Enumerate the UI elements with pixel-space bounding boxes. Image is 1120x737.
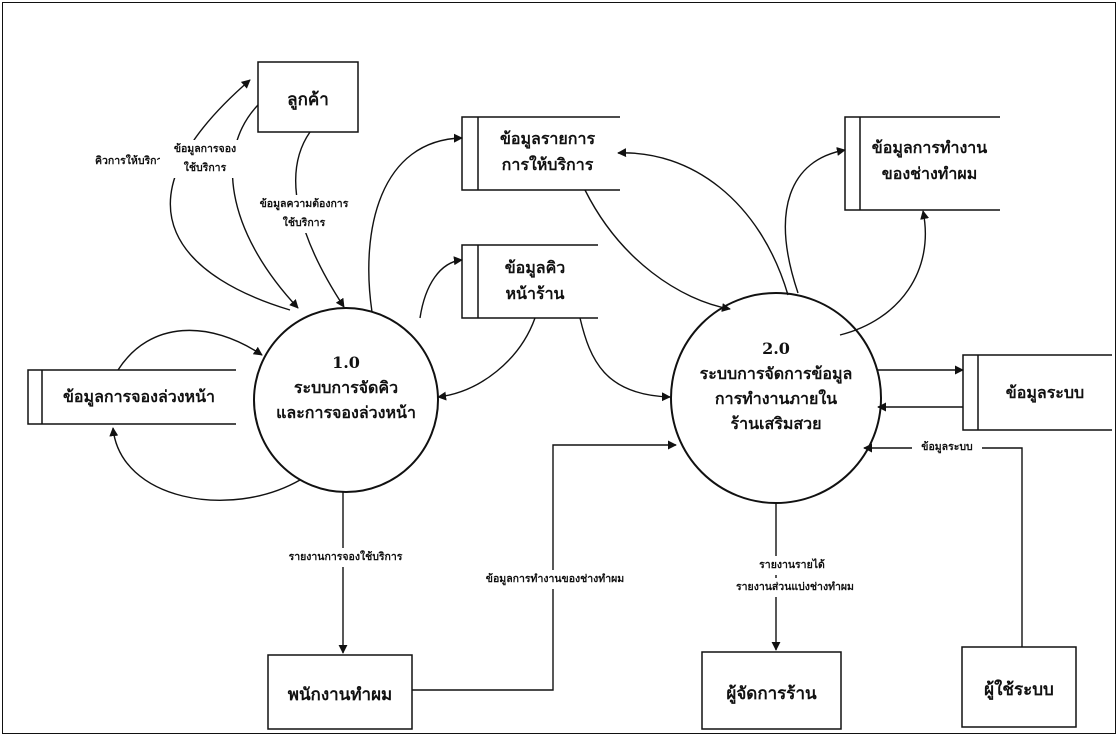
store-system-shape [962, 354, 1112, 431]
entity-hairdresser-box [267, 654, 413, 730]
flow-p1-to-booking [109, 427, 301, 501]
flow-p2-to-work [839, 210, 930, 336]
flow-label-hairdresser-work: ข้อมูลการทำงานของช่างทำผม [470, 570, 640, 589]
flow-label-income-report: รายงานรายได้ [742, 556, 842, 575]
entity-manager-box [701, 651, 842, 730]
flow-queue-to-p1 [437, 317, 536, 401]
process-1-number: 1.0 [332, 353, 360, 372]
store-system-label: ข้อมูลระบบ [1005, 383, 1085, 402]
flow-label-service-queue: คิวการให้บริการ [84, 152, 179, 171]
store-queue-label: ข้อมูลคิว หน้าร้าน [504, 258, 566, 303]
store-queue-shape [461, 244, 598, 319]
flow-p1-to-queue [419, 256, 463, 319]
store-services-label: ข้อมูลรายการ การให้บริการ [499, 129, 596, 174]
flow-service-queue [169, 79, 291, 311]
process-2-label: 2.0 ระบบการจัดการข้อมูล การทำงานภายใน ร้… [681, 336, 871, 436]
store-hairdresser-work-label: ข้อมูลการทำงาน ของช่างทำผม [871, 138, 988, 183]
entity-system-user: ผู้ใช้ระบบ [984, 680, 1054, 700]
store-booking-shape [27, 369, 236, 425]
flow-label-booking-info: ข้อมูลการจอง ใช้บริการ [160, 140, 250, 178]
entity-system-user-box [961, 646, 1077, 728]
flow-booking-to-p1 [117, 329, 263, 371]
process-2-number: 2.0 [762, 339, 790, 358]
flow-booking-info [231, 104, 299, 309]
flow-p2-to-services [617, 148, 789, 296]
flow-services-to-p2 [584, 189, 731, 312]
entity-hairdresser: พนักงานทำผม [287, 685, 393, 705]
flow-p1-to-services [368, 133, 463, 313]
flow-label-system-info: ข้อมูลระบบ [912, 438, 982, 457]
flow-label-share-report: รายงานส่วนแบ่งช่างทำผม [720, 578, 870, 597]
flow-system-user-to-p2 [863, 443, 1023, 647]
flow-hairdresser-work [412, 440, 677, 691]
store-services-shape [461, 116, 620, 191]
store-booking-label: ข้อมูลการจองล่วงหน้า [62, 387, 216, 406]
entity-customer: ลูกค้า [287, 90, 329, 110]
store-hairdresser-work-shape [844, 116, 1000, 211]
flow-work-to-p2 [784, 147, 846, 294]
process-1-label: 1.0 ระบบการจัดคิว และการจองล่วงหน้า [256, 350, 436, 425]
flow-label-service-need: ข้อมูลความต้องการ ใช้บริการ [254, 195, 354, 233]
flow-queue-to-p2 [579, 317, 671, 402]
entity-manager: ผู้จัดการร้าน [726, 684, 817, 704]
entity-customer-box [257, 61, 359, 133]
flow-label-booking-report: รายงานการจองใช้บริการ [278, 548, 413, 567]
